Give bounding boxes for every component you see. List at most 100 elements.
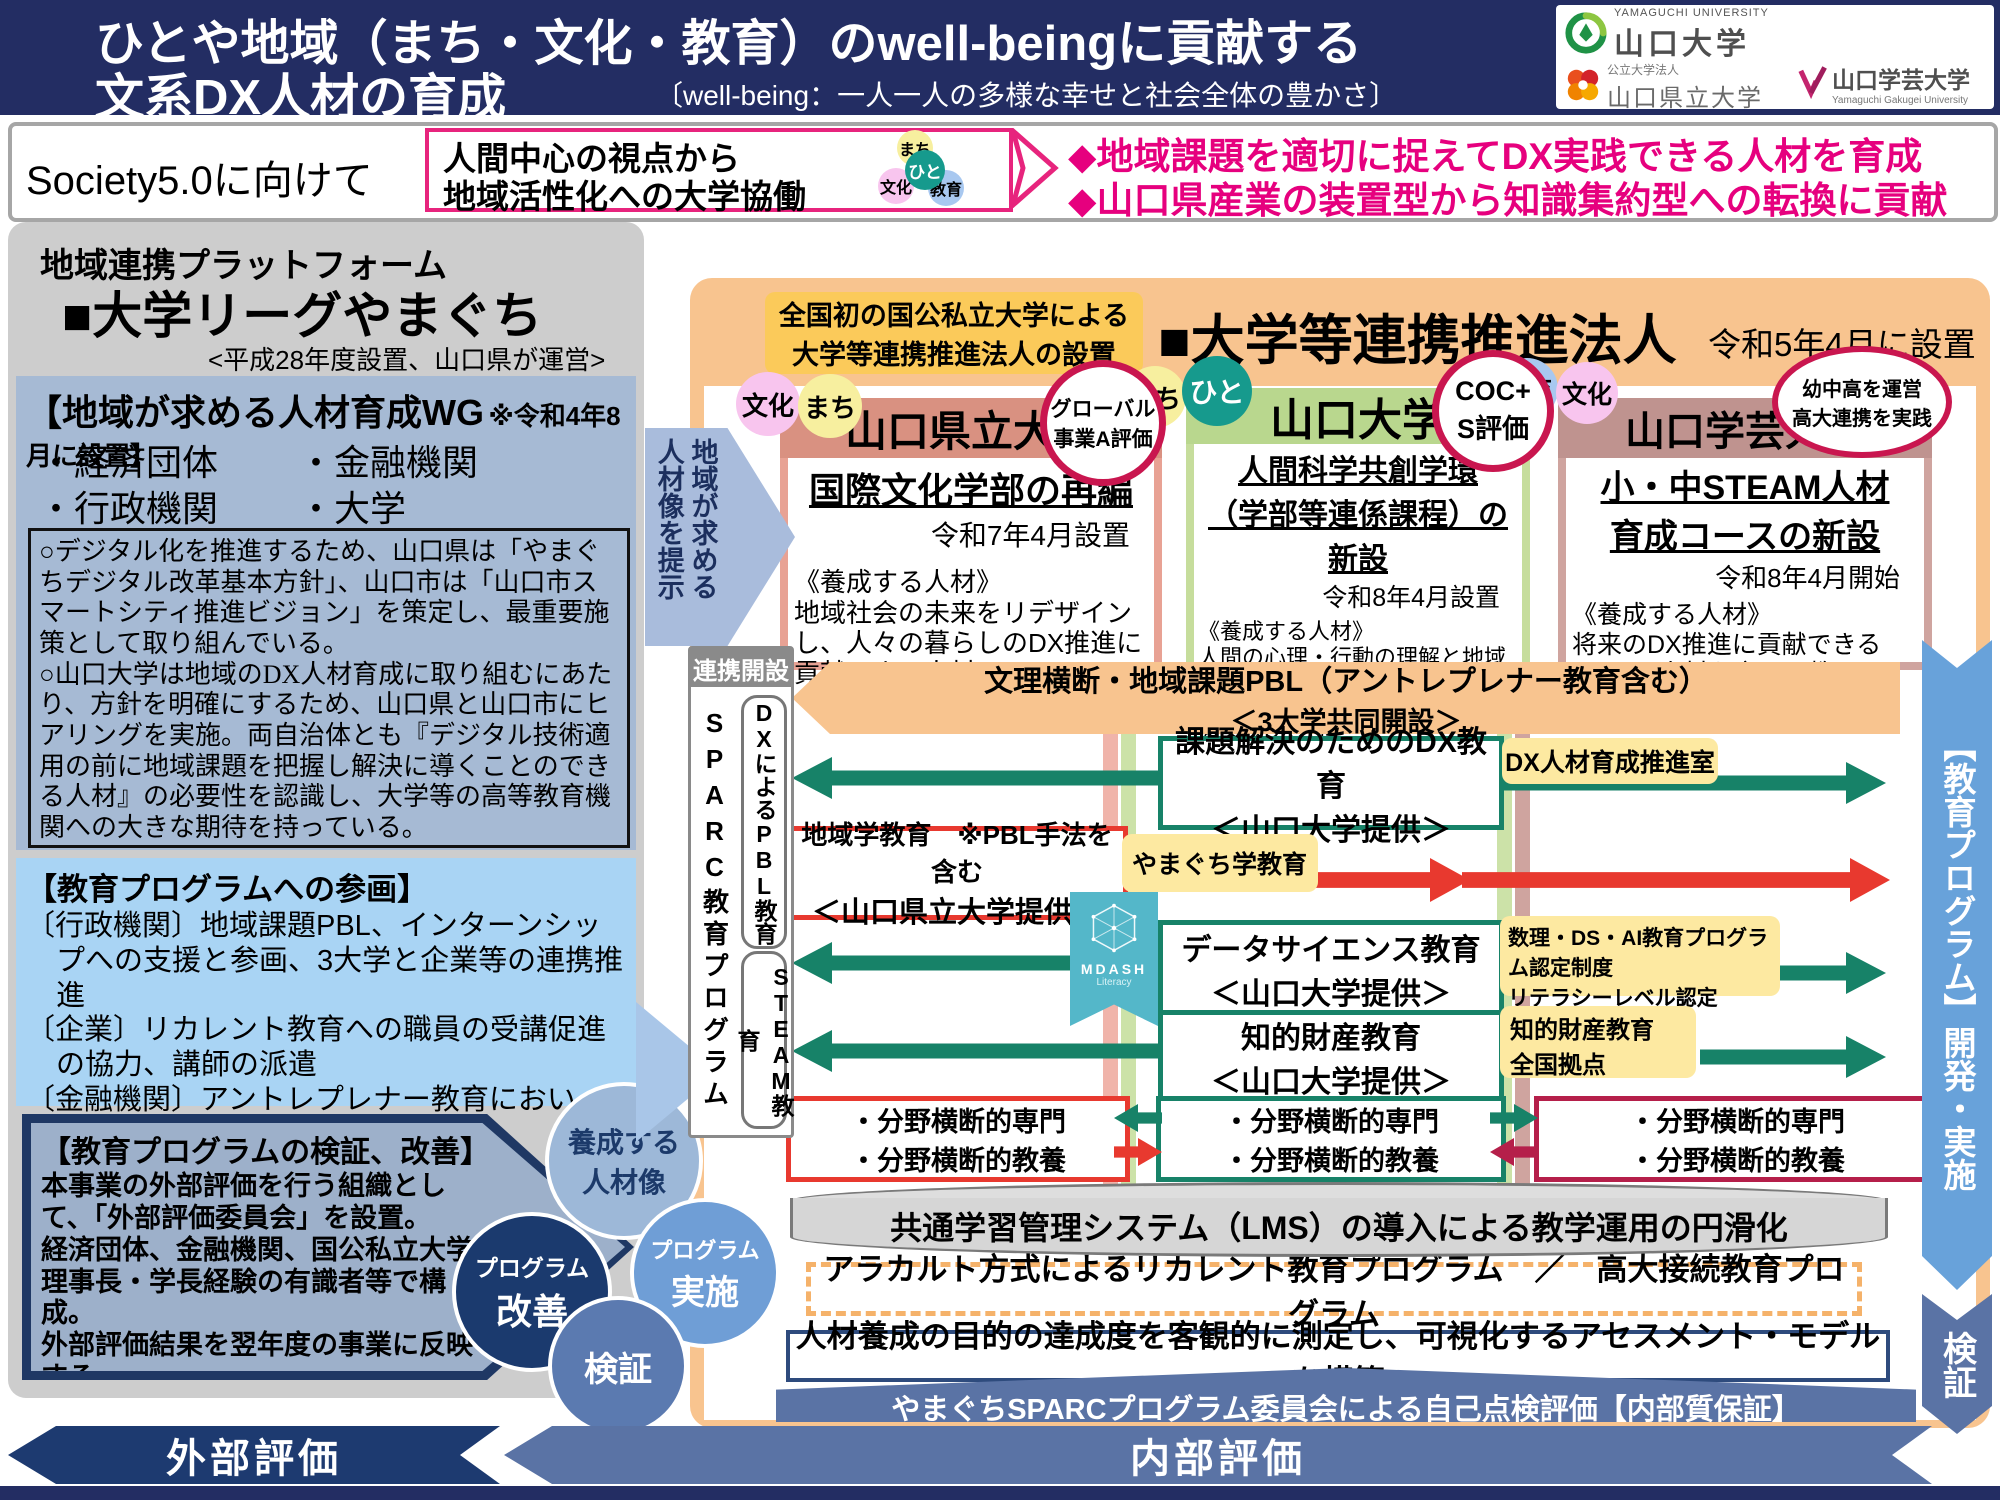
prefectural-univ-logo: 公立大学法人 山口県立大学	[1564, 61, 1763, 113]
cycle-jinzai-line1: 養成する	[567, 1127, 680, 1158]
u2-jinzai-label: 《養成する人材》	[1198, 619, 1375, 644]
sparc-bar-title: SPARC教育プログラム	[699, 708, 730, 1112]
sparc-steam-box: STEAM教育	[734, 951, 794, 1129]
cross-box1-line2: ・分野横断的教養	[850, 1146, 1066, 1176]
participation-item2: 〔企業〕リカレント教育への職員の受講促進の協力、講師の派遣	[26, 1014, 607, 1082]
univ-col-prefectural: 山口県立大学 国際文化学部の再編 令和7年4月設置 《養成する人材》 地域社会の…	[780, 398, 1162, 688]
cycle-kaizen-line1: プログラム	[474, 1255, 590, 1281]
society-goal-line1: 人間中心の視点から	[443, 140, 740, 177]
cycle-circle-kensho: 検証	[548, 1296, 688, 1436]
u3-program-line2: 育成コースの新設	[1609, 518, 1881, 556]
u3-tag-bunka: 文化	[1556, 362, 1618, 424]
society-goal-line2: 地域活性化への大学協働	[443, 178, 806, 215]
evaluation-title: 【教育プログラムの検証、改善】	[41, 1136, 491, 1169]
cross-box-yamaguchi: ・分野横断的専門 ・分野横断的教養	[1156, 1096, 1506, 1182]
alacarte-box: アラカルト方式によるリカレント教育プログラム ／ 高大接続教育プログラム	[806, 1252, 1862, 1332]
lms-cylinder-body: 共通学習管理システム（LMS）の導入による教学運用の円滑化	[790, 1198, 1888, 1257]
wg-title: 【地域が求める人材育成WG	[26, 392, 484, 433]
univ-col-yamaguchi-body: 人間科学共創学環 （学部等連係課程）の新設 令和8年4月設置 《養成する人材》 …	[1194, 444, 1522, 742]
yamaguchi-univ-logo-icon	[1564, 11, 1608, 60]
provide-arrow-line2: 人材像を提示	[653, 438, 684, 600]
dx-education-name: 課題解決のためのDX教育	[1175, 726, 1487, 803]
platform-label: 地域連携プラットフォーム	[40, 247, 447, 285]
ip-hub-line1: 知的財産教育	[1510, 1017, 1654, 1044]
main-subtitle: 〔well-being：一人一人の多様な幸せと社会全体の豊かさ〕	[655, 80, 1398, 111]
wg-member-1: ・経済団体	[38, 442, 219, 483]
data-science-provider: ＜山口大学提供＞	[1211, 978, 1451, 1011]
platform-note: <平成28年度設置、山口県が運営>	[208, 345, 606, 375]
ip-hub-label: 知的財産教育 全国拠点	[1500, 1006, 1696, 1079]
society-point2: ◆山口県産業の装置型から知識集約型への転換に貢献	[1068, 180, 1948, 221]
external-eval-band: 外部評価	[8, 1426, 500, 1484]
wg-member-2: ・金融機関	[298, 442, 479, 483]
u1-tag-machi: まち	[798, 374, 862, 438]
mdash-ribbon: MDASH Literacy	[1070, 892, 1158, 1026]
first-in-japan-note: 全国初の国公私立大学による 大学等連携推進法人の設置	[765, 292, 1143, 374]
cycle-jinzai-line2: 人材像	[581, 1167, 666, 1198]
prefectural-univ-logo-corp: 公立大学法人	[1607, 63, 1680, 77]
footer-bar	[0, 1486, 2000, 1500]
univ-col-prefectural-body: 国際文化学部の再編 令和7年4月設置 《養成する人材》 地域社会の未来をリデザイ…	[788, 458, 1154, 688]
mdash-sublabel: Literacy	[1096, 977, 1132, 988]
cross-box-gakugei: ・分野横断的専門 ・分野横断的教養	[1534, 1096, 1940, 1182]
lms-label: 共通学習管理システム（LMS）の導入による教学運用の円滑化	[890, 1210, 1788, 1246]
u2-tag-hito: ひと	[1182, 356, 1252, 426]
internal-eval-label: 内部評価	[1130, 1437, 1306, 1481]
regional-education-provider: ＜山口県立大学提供＞	[811, 897, 1102, 929]
u1-badge: グローバル 事業A評価	[1040, 360, 1166, 486]
u2-badge-line2: S評価	[1456, 414, 1529, 444]
develop-band: 【教育プログラム】開発・実施	[1922, 640, 1992, 1290]
ip-education-provider: ＜山口大学提供＞	[1211, 1066, 1451, 1099]
society-point1: ◆地域課題を適切に捉えてDX実践できる人材を育成	[1068, 136, 1923, 177]
evaluation-line3: 外部評価結果を翌年度の事業に反映する。	[41, 1330, 473, 1393]
alacarte-label: アラカルト方式によるリカレント教育プログラム ／ 高大接続教育プログラム	[823, 1252, 1845, 1332]
regional-education-name: 地域学教育 ※PBL手法を含む	[801, 820, 1113, 887]
center-title: ■大学等連携推進法人	[1158, 311, 1677, 371]
yamaguchi-univ-logo: YAMAGUCHI UNIVERSITY 山口大学	[1564, 7, 1769, 63]
sparc-bar: 連携開設 SPARC教育プログラム DXによるPBL教育 STEAM教育	[688, 646, 794, 1138]
wg-box: 【地域が求める人材育成WG ※令和4年8月に設置】 ・経済団体 ・金融機関 ・行…	[16, 376, 636, 850]
u2-badge: COC+ S評価	[1432, 350, 1554, 472]
u3-badge: 幼中高を運営 高大連携を実践	[1772, 346, 1952, 458]
u1-date: 令和7年4月設置	[930, 520, 1130, 551]
yamaguchi-univ-logo-ja: 山口大学	[1614, 28, 1750, 61]
u3-program-line1: 小・中STEAM人材	[1600, 469, 1890, 507]
first-in-japan-note-line1: 全国初の国公私立大学による	[778, 301, 1130, 331]
u3-badge-line2: 高大連携を実践	[1792, 408, 1932, 430]
pbl-arrow: 文理横断・地域課題PBL（アントレプレナー教育含む） ＜3大学共同開設＞	[792, 662, 1900, 734]
gakugei-univ-logo-en: Yamaguchi Gakugei University	[1832, 95, 1968, 106]
u1-tag-bunka: 文化	[736, 372, 800, 436]
u3-jinzai-label: 《養成する人材》	[1572, 601, 1773, 629]
evaluation-line1: 本事業の外部評価を行う組織として、「外部評価委員会」を設置。	[41, 1171, 446, 1233]
external-eval-label: 外部評価	[166, 1437, 342, 1481]
develop-band-label: 【教育プログラム】開発・実施	[1939, 729, 1976, 1191]
data-science-box: データサイエンス教育 ＜山口大学提供＞	[1158, 920, 1504, 1018]
dx-education-box: 課題解決のためのDX教育 ＜山口大学提供＞	[1158, 726, 1504, 847]
ip-education-name: 知的財産教育	[1241, 1022, 1421, 1055]
ds-certification-label: 数理・DS・AI教育プログラム認定制度 リテラシーレベル認定	[1500, 916, 1780, 1010]
cycle-circle-kaizen: プログラム 改善	[452, 1212, 612, 1372]
u1-badge-line1: グローバル	[1050, 398, 1156, 421]
committee-label: やまぐちSPARCプログラム委員会による自己点検評価【内部質保証】	[891, 1394, 1801, 1426]
logo-panel: YAMAGUCHI UNIVERSITY 山口大学 公立大学法人 山口県立大学 …	[1556, 5, 1994, 112]
pbl-arrow-line1: 文理横断・地域課題PBL（アントレプレナー教育含む）	[984, 665, 1708, 698]
verify-band-label: 検証	[1937, 1331, 1976, 1399]
first-in-japan-note-line2: 大学等連携推進法人の設置	[792, 340, 1116, 370]
sparc-pbl-box: DXによるPBL教育	[741, 695, 787, 949]
provide-arrow-line1: 地域が求める	[687, 438, 718, 600]
cross-box2-line2: ・分野横断的教養	[1223, 1146, 1439, 1176]
platform-title: ■大学リーグやまぐち	[62, 288, 543, 344]
cross-box3-line1: ・分野横断的専門	[1629, 1107, 1845, 1137]
ip-hub-line2: 全国拠点	[1510, 1052, 1606, 1079]
ds-certification-line2: リテラシーレベル認定	[1508, 987, 1718, 1010]
cross-box2-line1: ・分野横断的専門	[1223, 1107, 1439, 1137]
cycle-jisshi-line1: プログラム	[650, 1237, 760, 1263]
dx-office-label: DX人材育成推進室	[1502, 738, 1718, 784]
gakugei-univ-logo-icon	[1794, 62, 1828, 105]
cycle-jisshi-line2: 実施	[671, 1273, 739, 1312]
u3-date: 令和8年4月開始	[1715, 563, 1900, 593]
u2-date: 令和8年4月設置	[1322, 584, 1500, 612]
main-title-line1: ひとや地域（まち・文化・教育）のwell-beingに貢献する	[95, 17, 1363, 71]
u3-badge-line1: 幼中高を運営	[1802, 379, 1922, 401]
u2-program-line1: 人間科学共創学環	[1238, 455, 1478, 488]
